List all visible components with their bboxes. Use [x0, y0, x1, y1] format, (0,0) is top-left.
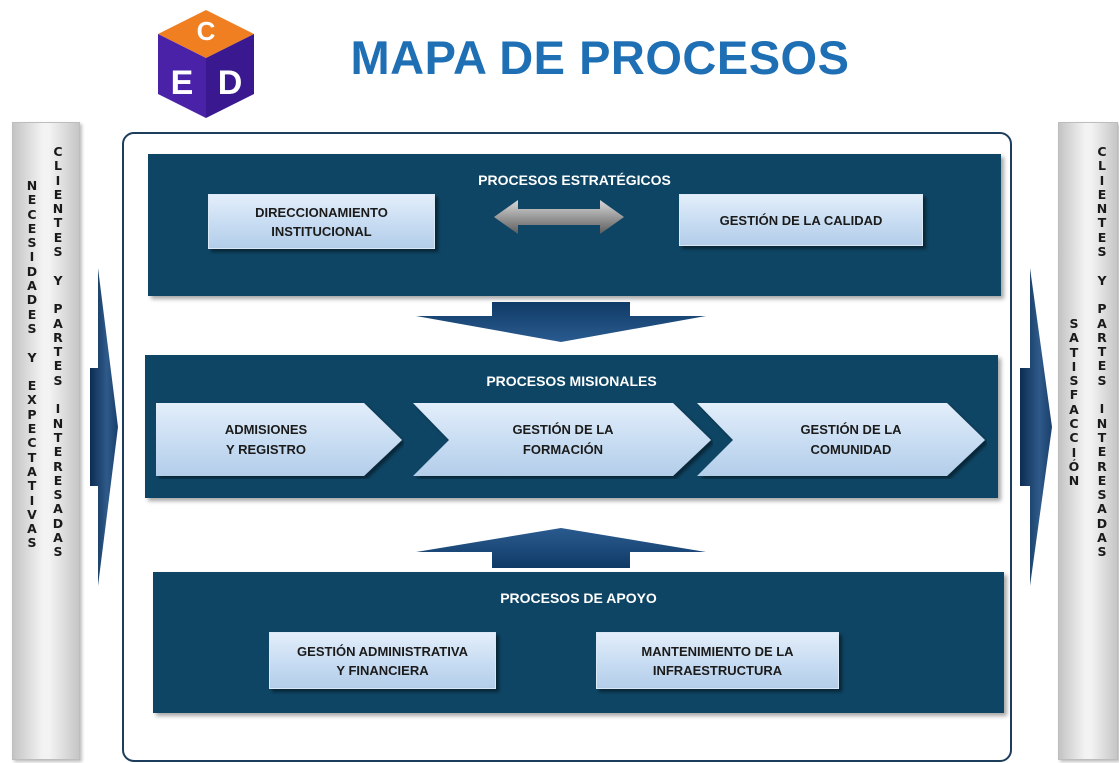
satisfaction-vertical-text: S A T I S F A C C I Ó N	[1068, 316, 1080, 489]
down-arrow	[416, 302, 706, 342]
stakeholders-vertical-text: C L I E N T E S Y P A R T E S I N T E R …	[52, 144, 64, 560]
missional-processes-title: PROCESOS MISIONALES	[486, 373, 657, 389]
input-needs-column: N E C E S I D A D E S Y E X P E C T A T …	[12, 122, 80, 760]
mantenimiento-box: MANTENIMIENTO DE LA INFRAESTRUCTURA	[596, 632, 839, 689]
gestion-administrativa-box: GESTIÓN ADMINISTRATIVA Y FINANCIERA	[269, 632, 496, 689]
strategic-processes-title: PROCESOS ESTRATÉGICOS	[478, 172, 671, 188]
stakeholders-vertical-text-right: C L I E N T E S Y P A R T E S I N T E R …	[1096, 144, 1108, 560]
direccionamiento-box: DIRECCIONAMIENTO INSTITUCIONAL	[208, 194, 435, 249]
admisiones-label: ADMISIONES Y REGISTRO	[224, 422, 308, 457]
gestion-calidad-box: GESTIÓN DE LA CALIDAD	[679, 194, 923, 246]
comunidad-step: GESTIÓN DE LA COMUNIDAD	[697, 403, 987, 479]
bidirectional-arrow	[494, 200, 624, 234]
output-arrow	[1020, 268, 1052, 586]
logo-letter-c: C	[197, 16, 216, 46]
formacion-label: GESTIÓN DE LA FORMACIÓN	[512, 422, 614, 457]
input-arrow	[90, 268, 118, 586]
needs-expectations-vertical-text: N E C E S I D A D E S Y E X P E C T A T …	[26, 178, 38, 551]
logo-letter-d: D	[218, 64, 243, 102]
formacion-step: GESTIÓN DE LA FORMACIÓN	[413, 403, 713, 479]
page-title: MAPA DE PROCESOS	[350, 31, 850, 84]
admisiones-step: ADMISIONES Y REGISTRO	[156, 403, 404, 479]
output-satisfaction-column: S A T I S F A C C I Ó N C L I E N T E S …	[1058, 122, 1118, 760]
support-processes-title: PROCESOS DE APOYO	[500, 590, 657, 606]
ced-logo: C E D	[158, 10, 254, 118]
up-arrow	[416, 528, 706, 568]
logo-letter-e: E	[171, 64, 194, 102]
comunidad-label: GESTIÓN DE LA COMUNIDAD	[800, 422, 902, 457]
